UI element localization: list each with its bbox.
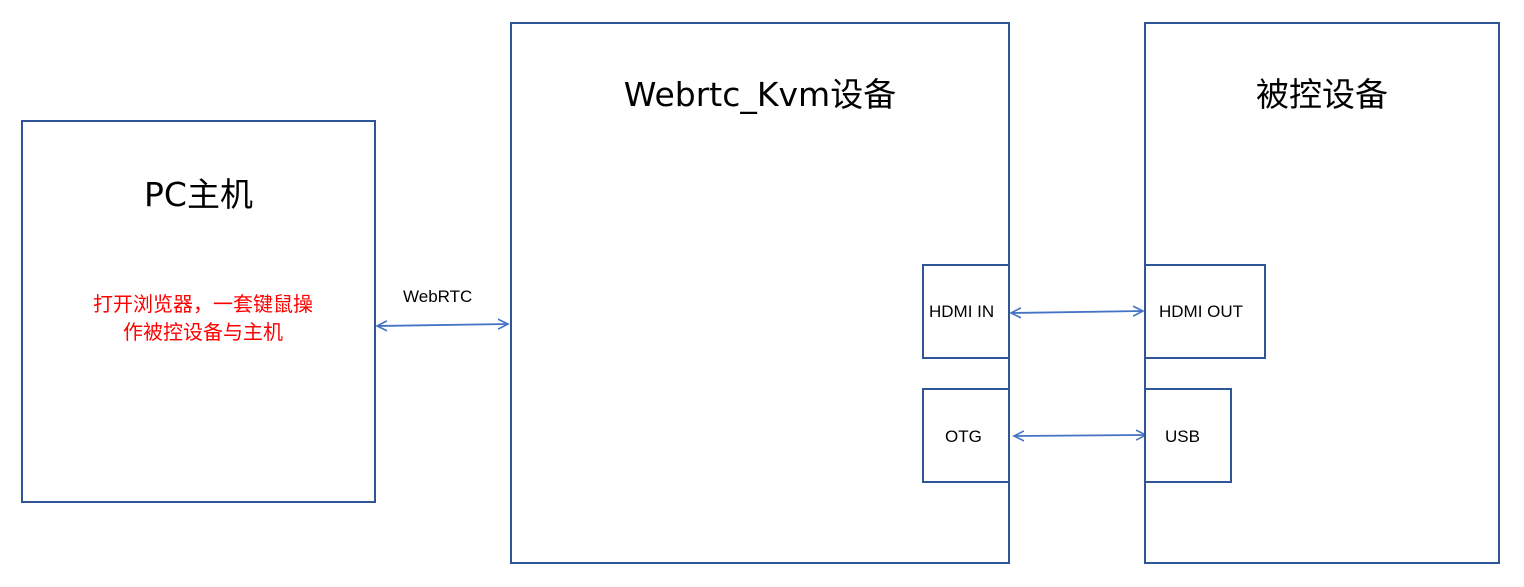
hdmi-arrow — [1011, 311, 1143, 313]
otg-label: OTG — [945, 427, 982, 446]
webrtc-arrow — [377, 324, 508, 326]
usb-label: USB — [1165, 427, 1200, 446]
pc-host-box: PC主机 打开浏览器，一套键鼠操作被控设备与主机 — [21, 120, 376, 503]
otg-port: OTG — [922, 388, 1010, 483]
pc-host-description: 打开浏览器，一套键鼠操作被控设备与主机 — [93, 292, 313, 344]
usb-otg-arrow — [1014, 435, 1146, 436]
hdmi-in-port: HDMI IN — [922, 264, 1010, 359]
hdmi-out-port: HDMI OUT — [1144, 264, 1266, 359]
pc-host-title: PC主机 — [144, 175, 253, 214]
webrtc-label: WebRTC — [403, 287, 473, 306]
controlled-device-title: 被控设备 — [1256, 75, 1388, 114]
hdmi-out-label: HDMI OUT — [1159, 302, 1244, 321]
usb-port: USB — [1144, 388, 1232, 483]
kvm-device-title: Webrtc_Kvm设备 — [623, 75, 897, 114]
hdmi-in-label: HDMI IN — [929, 302, 995, 321]
